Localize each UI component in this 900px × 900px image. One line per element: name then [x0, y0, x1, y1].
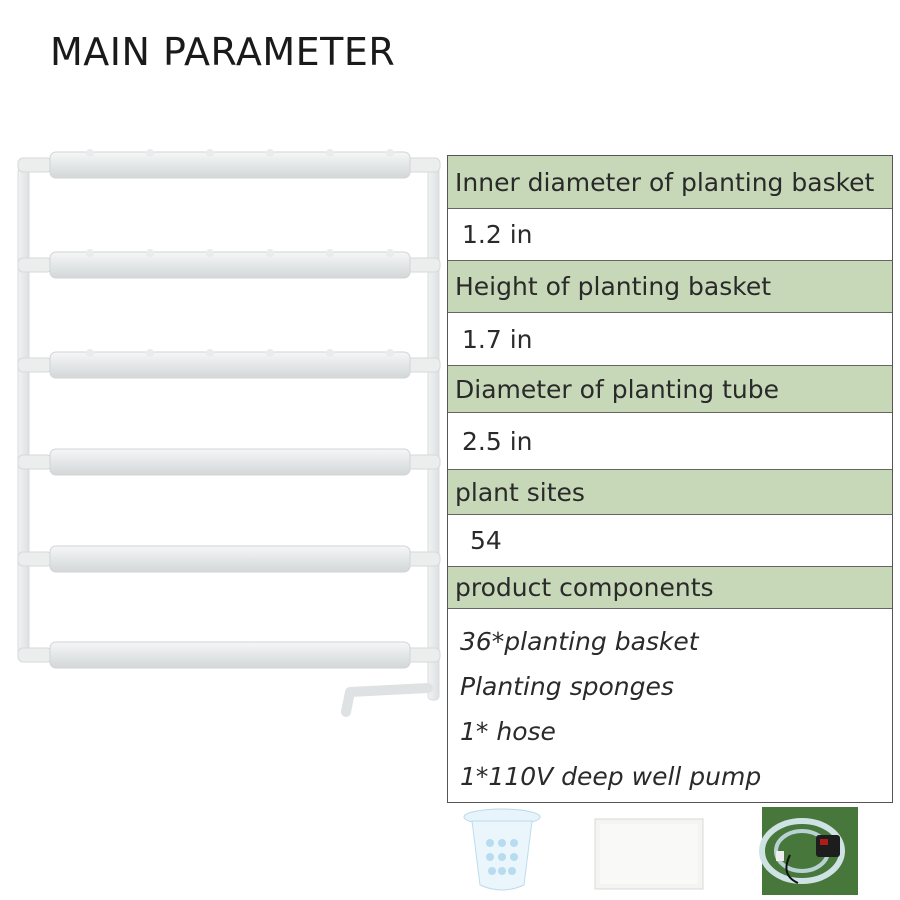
spec-label-inner-diameter: Inner diameter of planting basket — [448, 156, 892, 209]
spec-value-plant-sites: 54 — [448, 515, 892, 567]
spec-label-tube-diameter: Diameter of planting tube — [448, 366, 892, 413]
spec-label-basket-height: Height of planting basket — [448, 261, 892, 313]
component-thumbnails — [463, 807, 858, 895]
component-item: 1*110V deep well pump — [460, 762, 762, 791]
planting-basket-icon — [463, 808, 541, 891]
spec-table: Inner diameter of planting basket 1.2 in… — [447, 155, 893, 803]
sponge-icon — [594, 818, 704, 890]
spec-value-inner-diameter: 1.2 in — [448, 209, 892, 261]
spec-value-basket-height: 1.7 in — [448, 313, 892, 366]
spec-label-plant-sites: plant sites — [448, 470, 893, 515]
spec-value-tube-diameter: 2.5 in — [448, 413, 892, 470]
component-item: 36*planting basket — [460, 627, 699, 656]
page-title: MAIN PARAMETER — [50, 30, 396, 74]
components-list: 36*planting basket Planting sponges 1* h… — [448, 609, 892, 802]
pump-hose-icon — [759, 807, 858, 895]
component-item: Planting sponges — [460, 672, 674, 701]
hydroponic-rack-image — [17, 149, 441, 717]
component-item: 1* hose — [460, 717, 556, 746]
components-label: product components — [448, 567, 892, 609]
